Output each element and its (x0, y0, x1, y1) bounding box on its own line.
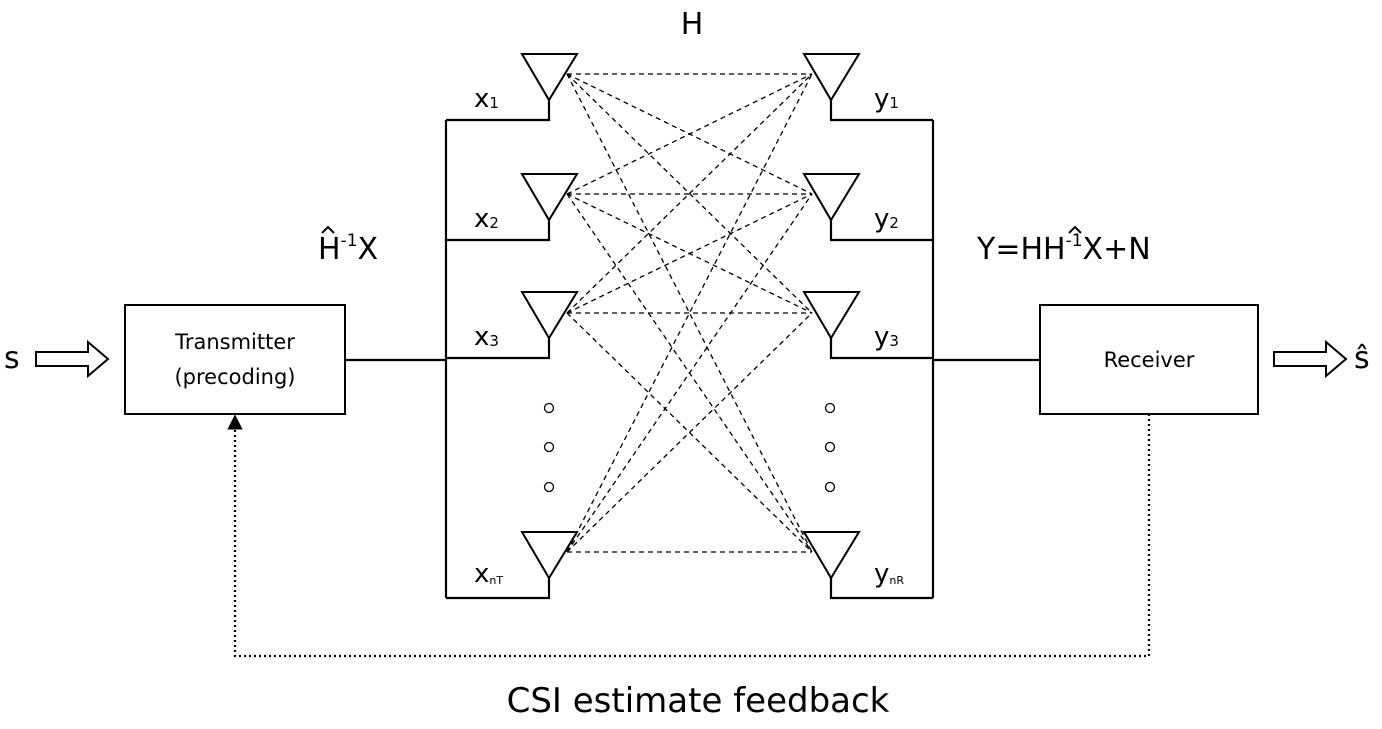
rx-antenna-1 (802, 53, 861, 102)
channel-link-2-1 (566, 73, 813, 195)
channel-label: H (681, 7, 704, 42)
feedback-label: CSI estimate feedback (507, 681, 890, 721)
rx-ellipsis-dots (824, 402, 836, 493)
hat-accent (321, 225, 335, 234)
rx-label-3: y3 (874, 322, 899, 352)
rx-label-2: y2 (874, 204, 899, 234)
csi-feedback-path (227, 414, 1151, 658)
tx-antenna-3 (520, 291, 579, 340)
transmitter-label-line1: Transmitter (174, 330, 295, 354)
rx-label-1: y1 (874, 84, 899, 114)
tx-wiring (345, 100, 551, 600)
tx-antenna-2 (520, 173, 579, 222)
tx-antenna-nt (520, 531, 579, 580)
receiver-label: Receiver (1104, 348, 1195, 372)
rx-label-nr: ynR (874, 559, 904, 589)
channel-link-4-3 (566, 312, 813, 553)
tx-label-nt: xnT (474, 559, 503, 589)
rx-wiring (829, 100, 1040, 600)
channel-link-4-2 (566, 193, 813, 553)
tx-label-3: x3 (474, 322, 499, 352)
input-arrow-icon (35, 339, 110, 379)
receiver-block: Receiver (1039, 304, 1259, 415)
rx-antenna-3 (802, 291, 861, 340)
svg-text:H-1X: H-1X (318, 231, 378, 267)
transmitter-label-line2: (precoding) (174, 365, 295, 389)
tx-antenna-1 (520, 53, 579, 102)
rx-antenna-2 (802, 173, 861, 222)
input-symbol: s (4, 341, 20, 376)
channel-links (566, 73, 813, 553)
output-arrow-icon (1273, 339, 1348, 379)
tx-label-1: x1 (474, 84, 499, 114)
svg-text:Y=HH-1X+N: Y=HH-1X+N (976, 231, 1151, 267)
channel-link-3-2 (566, 193, 813, 314)
precoded-signal-expression: H-1X (318, 225, 378, 267)
output-symbol: ŝ (1354, 341, 1370, 376)
tx-label-2: x2 (474, 204, 499, 234)
received-signal-expression: Y=HH-1X+N (976, 225, 1151, 267)
hat-accent (1068, 225, 1082, 234)
transmitter-block: Transmitter (precoding) (124, 304, 346, 415)
rx-antenna-nr (802, 531, 861, 580)
tx-ellipsis-dots (543, 402, 555, 493)
channel-link-3-1 (566, 73, 813, 314)
